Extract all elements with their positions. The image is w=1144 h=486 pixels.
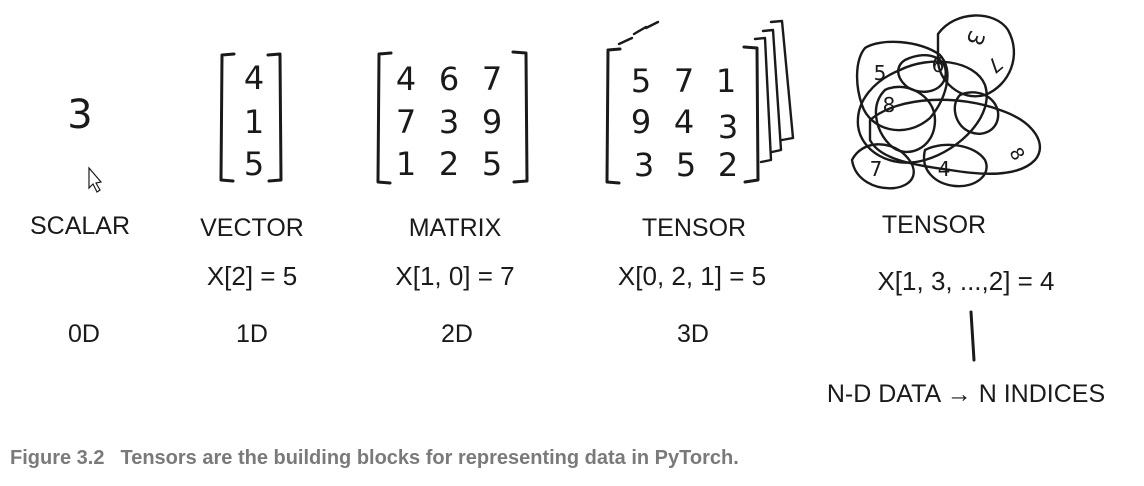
matrix-cell: 6 bbox=[439, 60, 459, 98]
tensor3d-cell: 9 bbox=[631, 103, 651, 141]
tensor3d-cell: 3 bbox=[718, 108, 738, 146]
scalar-label: SCALAR bbox=[30, 212, 130, 240]
matrix-cell: 1 bbox=[396, 145, 416, 183]
vector-index: X[2] = 5 bbox=[207, 261, 297, 291]
tensornd-digit: 4 bbox=[938, 157, 951, 181]
vector-label: VECTOR bbox=[200, 214, 304, 242]
tensor3d-right-bracket bbox=[742, 45, 760, 184]
figure-caption-text: Tensors are the building blocks for repr… bbox=[120, 447, 739, 469]
vector-cell: 5 bbox=[244, 145, 264, 183]
tensor3d-left-bracket bbox=[605, 47, 622, 185]
tensor3d-cell: 1 bbox=[716, 62, 736, 100]
matrix-cell: 5 bbox=[482, 145, 502, 183]
tensornd-index: X[1, 3, ...,2] = 4 bbox=[877, 266, 1054, 296]
tensor3d-back-layer bbox=[761, 28, 783, 154]
matrix-cell: 7 bbox=[482, 60, 502, 98]
tensornd-blob bbox=[850, 14, 1041, 190]
tensor3d-cell: 7 bbox=[674, 62, 694, 100]
tensornd-note: N-D DATA → N INDICES bbox=[827, 380, 1105, 408]
tensor3d-back-layer bbox=[617, 20, 660, 46]
tensornd-label: TENSOR bbox=[882, 211, 986, 239]
tensor3d-cell: 3 bbox=[634, 146, 654, 184]
tensornd-digit: 3 bbox=[960, 27, 988, 49]
tensor3d-back-layer bbox=[753, 36, 773, 164]
matrix-right-bracket bbox=[511, 50, 529, 184]
matrix-cell: 4 bbox=[396, 60, 416, 98]
tensornd-digit: 7 bbox=[870, 157, 883, 181]
tensornd-digit: 5 bbox=[874, 61, 887, 85]
tensor3d-cell: 2 bbox=[718, 146, 738, 184]
tensornd-digit: 8 bbox=[883, 93, 896, 117]
tensor3d-cell: 4 bbox=[674, 103, 694, 141]
mouse-cursor-icon bbox=[88, 166, 103, 193]
figure-caption: Figure 3.2 Tensors are the building block… bbox=[10, 447, 739, 470]
scalar-value: 3 bbox=[67, 92, 92, 138]
vector-cell: 4 bbox=[244, 59, 264, 97]
matrix-cell: 3 bbox=[439, 103, 459, 141]
matrix-cell: 7 bbox=[396, 103, 416, 141]
vector-cell: 1 bbox=[244, 103, 264, 141]
vector-group: 4 1 5 VECTOR X[2] = 5 1D bbox=[200, 52, 304, 348]
tensor3d-cell: 5 bbox=[631, 62, 651, 100]
matrix-cell: 9 bbox=[482, 103, 502, 141]
scalar-dim: 0D bbox=[68, 320, 100, 348]
tensornd-digit: 6 bbox=[932, 53, 945, 77]
scalar-group: 3 SCALAR 0D bbox=[30, 92, 130, 348]
tensor3d-index: X[0, 2, 1] = 5 bbox=[618, 261, 766, 291]
tensor3d-cell: 5 bbox=[676, 146, 696, 184]
tensor3d-dim: 3D bbox=[677, 320, 709, 348]
matrix-group: 4 6 7 7 3 9 1 2 5 MATRIX X[1, 0] = 7 2D bbox=[376, 50, 529, 348]
tensornd-group: 5 6 3 7 8 7 4 8 TENSOR X[1, 3, ...,2] = … bbox=[827, 14, 1105, 408]
vector-left-bracket bbox=[219, 52, 236, 183]
tensornd-digit: 8 bbox=[1005, 144, 1029, 164]
matrix-cell: 2 bbox=[439, 145, 459, 183]
figure-number: Figure 3.2 bbox=[10, 447, 105, 469]
vector-right-bracket bbox=[266, 52, 283, 183]
vector-dim: 1D bbox=[236, 320, 268, 348]
tensor3d-back-layer bbox=[769, 19, 795, 142]
tensor3d-label: TENSOR bbox=[642, 214, 746, 242]
tensornd-pointer-line bbox=[969, 310, 976, 362]
tensor3d-group: 5 7 1 9 4 3 3 5 2 TENSOR X[0, 2, 1] = 5 … bbox=[605, 19, 795, 348]
matrix-index: X[1, 0] = 7 bbox=[395, 261, 514, 291]
matrix-dim: 2D bbox=[441, 320, 473, 348]
matrix-label: MATRIX bbox=[409, 214, 502, 242]
tensornd-digit: 7 bbox=[982, 52, 1007, 79]
matrix-left-bracket bbox=[376, 51, 393, 185]
